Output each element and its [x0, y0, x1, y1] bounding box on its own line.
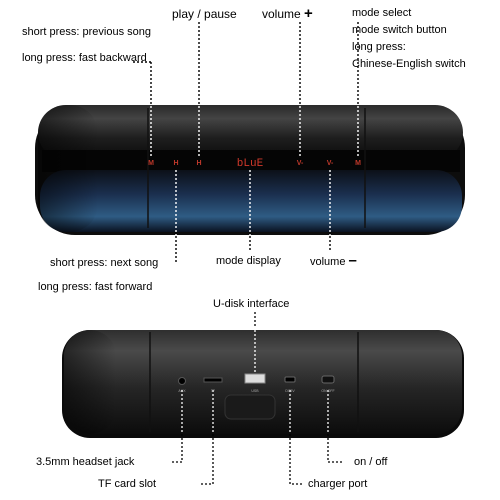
leader-charger [289, 390, 304, 485]
button-play-pause[interactable]: H [196, 160, 201, 167]
left-end-cap [38, 105, 98, 232]
button-volume-up[interactable]: V- [297, 160, 304, 167]
bottom-speaker [62, 330, 464, 438]
power-switch[interactable] [321, 375, 335, 384]
minus-icon: – [348, 252, 357, 269]
label-headset: 3.5mm headset jack [36, 456, 135, 468]
button-mode[interactable]: M [355, 160, 361, 167]
label-long-back: long press: fast backward [22, 52, 147, 64]
label-mode-switch: mode switch button [352, 24, 447, 36]
button-volume-down[interactable]: V- [327, 160, 334, 167]
label-long-press: long press: [352, 41, 406, 53]
label-volume-up-text: volume [262, 7, 301, 21]
label-volume-down-text: volume [310, 256, 346, 268]
label-charger: charger port [308, 478, 368, 490]
label-mode-select: mode select [352, 7, 412, 19]
label-u-disk: U-disk interface [213, 298, 290, 310]
label-mode-display: mode display [216, 255, 281, 267]
plus-icon: + [304, 5, 313, 22]
bottom-left-cap [64, 330, 116, 434]
headset-jack[interactable] [178, 377, 186, 385]
label-play-pause: play / pause [172, 7, 237, 21]
label-short-next: short press: next song [50, 257, 159, 269]
leader-tf [200, 390, 214, 485]
button-next[interactable]: H [173, 160, 178, 167]
label-chinese-english: Chinese-English switch [352, 58, 466, 70]
mode-display-text: bLuE [237, 158, 264, 170]
control-strip [42, 150, 460, 172]
button-prev[interactable]: M [148, 160, 154, 167]
top-speaker-blue-band [40, 170, 462, 232]
top-speaker-upper-body [38, 105, 463, 160]
tf-card-slot[interactable] [203, 377, 223, 383]
label-tf-slot: TF card slot [98, 478, 157, 490]
label-long-forward: long press: fast forward [38, 281, 153, 293]
usb-port[interactable] [244, 373, 266, 384]
port-label-usb: USB [251, 389, 259, 393]
charger-port[interactable] [284, 376, 296, 383]
label-volume-up: volume + [262, 5, 313, 22]
label-on-off: on / off [354, 456, 388, 468]
label-volume-down: volume – [310, 252, 357, 269]
battery-cover [224, 394, 276, 420]
label-short-prev: short press: previous song [22, 26, 152, 38]
